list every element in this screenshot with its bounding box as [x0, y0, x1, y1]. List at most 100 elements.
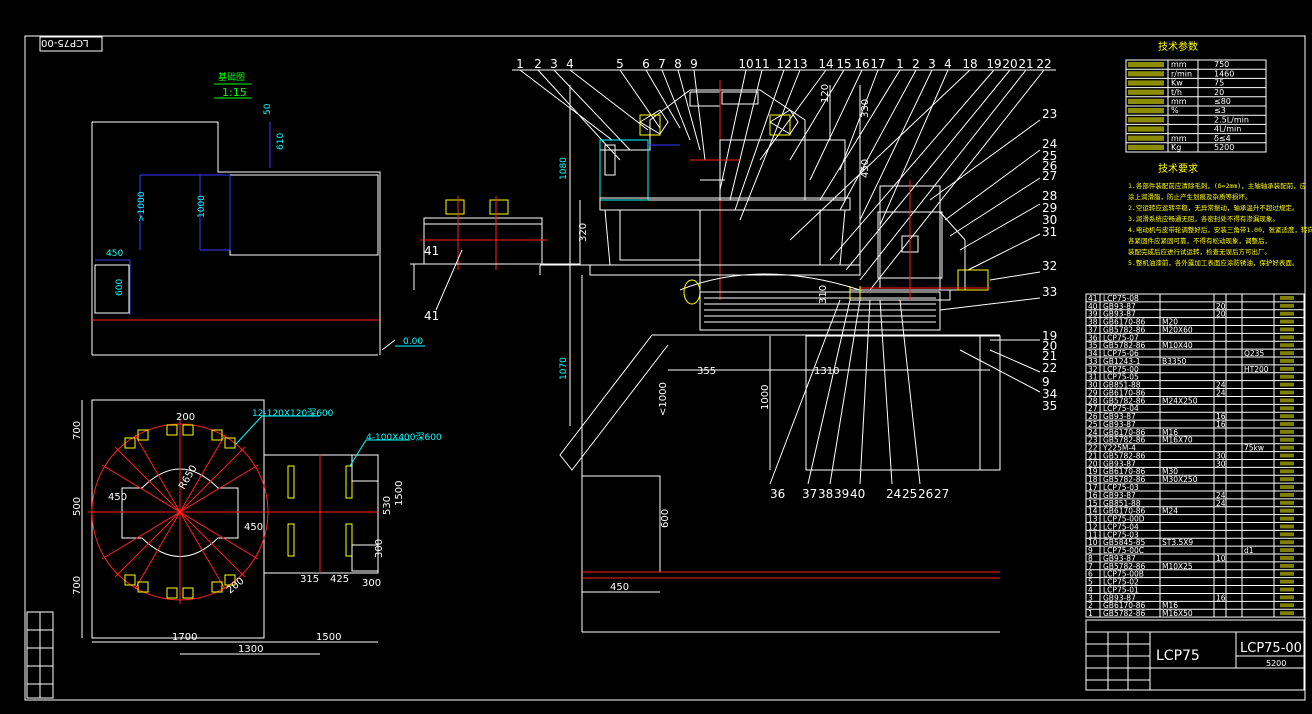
- bom-qty-38: 16: [1216, 593, 1226, 602]
- spec-unit-9: Kg: [1171, 143, 1181, 152]
- title-text: LCP75: [1156, 648, 1200, 664]
- bom-no-5: 36: [1088, 333, 1098, 342]
- svg-text:300: 300: [362, 578, 381, 589]
- svg-text:120: 120: [820, 84, 831, 103]
- balloon-top-22: 19: [986, 57, 1001, 71]
- svg-text:530: 530: [382, 496, 393, 515]
- spec-value-9: 5200: [1214, 143, 1234, 152]
- bom-code-2: GB93-87: [1103, 310, 1136, 319]
- base-plan-scale: 1:15: [222, 86, 247, 99]
- base-plan-title: 基础图: [218, 71, 245, 83]
- spec-unit-5: %: [1171, 106, 1179, 115]
- bom-no-39: 2: [1088, 601, 1093, 610]
- balloon-bottom-1: 37: [802, 487, 817, 501]
- bom-no-0: 41: [1088, 294, 1098, 303]
- rotated-number-box: [39, 36, 103, 52]
- drawing-number: LCP75-00: [1240, 641, 1302, 656]
- balloon-top-16: 17: [870, 57, 885, 71]
- bom-no-32: 9: [1088, 546, 1093, 555]
- bom-no-40: 1: [1088, 609, 1093, 618]
- svg-text:450: 450: [108, 492, 127, 503]
- bom-code-16: GB93-87: [1103, 420, 1136, 429]
- bom-code-18: GB5782-86: [1103, 436, 1146, 445]
- bom-code-23: GB5782-86: [1103, 475, 1146, 484]
- bom-code-9: LCP75-00: [1103, 365, 1139, 374]
- bom-no-11: 30: [1088, 381, 1098, 390]
- balloon-right-10: 33: [1042, 285, 1057, 299]
- bom-no-2: 39: [1088, 310, 1098, 319]
- bom-spec-39: M16: [1162, 601, 1178, 610]
- bom-no-25: 16: [1088, 491, 1098, 500]
- bom-code-5: LCP75-07: [1103, 333, 1139, 342]
- bom-spec-27: M24: [1162, 507, 1178, 516]
- bom-no-1: 40: [1088, 302, 1098, 311]
- bom-no-19: 22: [1088, 444, 1098, 453]
- bom-spec-13: M24X250: [1162, 396, 1198, 405]
- svg-text:1310: 1310: [814, 366, 839, 377]
- bom-code-11: GB851-88: [1103, 381, 1141, 390]
- svg-text:310: 310: [818, 285, 829, 304]
- bom-qty-16: 16: [1216, 420, 1226, 429]
- balloon-bottom-3: 39: [834, 487, 849, 501]
- bom-no-37: 4: [1088, 585, 1093, 594]
- balloon-top-23: 20: [1002, 57, 1017, 71]
- balloon-top-18: 2: [912, 57, 920, 71]
- balloon-bottom-5: 24: [886, 487, 901, 501]
- balloon-right-16: 34: [1042, 387, 1057, 401]
- bom-no-24: 17: [1088, 483, 1098, 492]
- bom-no-15: 26: [1088, 412, 1098, 421]
- balloon-bottom-4: 40: [850, 487, 865, 501]
- bom-no-4: 37: [1088, 325, 1098, 334]
- bom-no-23: 18: [1088, 475, 1098, 484]
- bom-code-17: GB6170-86: [1103, 428, 1146, 437]
- bom-no-30: 11: [1088, 530, 1098, 539]
- svg-text:450: 450: [860, 159, 871, 178]
- balloon-right-0: 23: [1042, 107, 1057, 121]
- bom-qty-21: 30: [1216, 459, 1226, 468]
- svg-text:425: 425: [330, 574, 349, 585]
- svg-text:1070: 1070: [559, 357, 569, 380]
- balloon-right-3: 26: [1042, 159, 1057, 173]
- balloon-right-12: 20: [1042, 339, 1057, 353]
- bom-qty-25: 24: [1216, 491, 1226, 500]
- bom-code-14: LCP75-04: [1103, 404, 1139, 413]
- bom-code-20: GB5782-86: [1103, 451, 1146, 460]
- bom-no-14: 27: [1088, 404, 1098, 413]
- bom-code-1: GB93-87: [1103, 302, 1136, 311]
- spec-value-1: 1460: [1214, 69, 1234, 78]
- bom-spec-3: M20: [1162, 318, 1178, 327]
- balloon-top-24: 21: [1018, 57, 1033, 71]
- bom-qty-2: 20: [1216, 310, 1226, 319]
- svg-text:1500: 1500: [316, 632, 341, 643]
- bom-no-29: 12: [1088, 522, 1098, 531]
- feeder-view: 41 41: [410, 196, 580, 323]
- balloon-right-4: 27: [1042, 169, 1057, 183]
- bom-code-35: LCP75-00B: [1103, 570, 1144, 579]
- balloon-top-5: 6: [642, 57, 650, 71]
- bom-code-39: GB6170-86: [1103, 601, 1146, 610]
- svg-text:315: 315: [300, 574, 319, 585]
- balloon-right-8: 31: [1042, 225, 1057, 239]
- bom-code-8: GB1243-1: [1103, 357, 1141, 366]
- spec-unit-3: t/h: [1171, 88, 1182, 97]
- balloon-top-2: 3: [550, 57, 558, 71]
- balloon-top-11: 12: [776, 57, 791, 71]
- level-zero: 0.00: [403, 337, 423, 347]
- bom-no-8: 33: [1088, 357, 1098, 366]
- bom-code-40: GB5782-86: [1103, 609, 1146, 618]
- bom-no-3: 38: [1088, 318, 1098, 327]
- spec-value-0: 750: [1214, 60, 1229, 69]
- svg-text:300: 300: [374, 539, 385, 558]
- bom-no-33: 8: [1088, 554, 1093, 563]
- spec-unit-8: mm: [1171, 134, 1187, 143]
- bom-qty-11: 24: [1216, 381, 1226, 390]
- bom-code-28: LCP75-00D: [1103, 515, 1145, 524]
- balloon-bottom-8: 27: [934, 487, 949, 501]
- spec-value-4: ≤80: [1214, 97, 1231, 106]
- bom-code-13: GB5782-86: [1103, 396, 1146, 405]
- svg-text:50: 50: [263, 103, 273, 115]
- note-anchor-holes-12: 12-120X120深600: [252, 408, 334, 419]
- bom-code-30: LCP75-03: [1103, 530, 1139, 539]
